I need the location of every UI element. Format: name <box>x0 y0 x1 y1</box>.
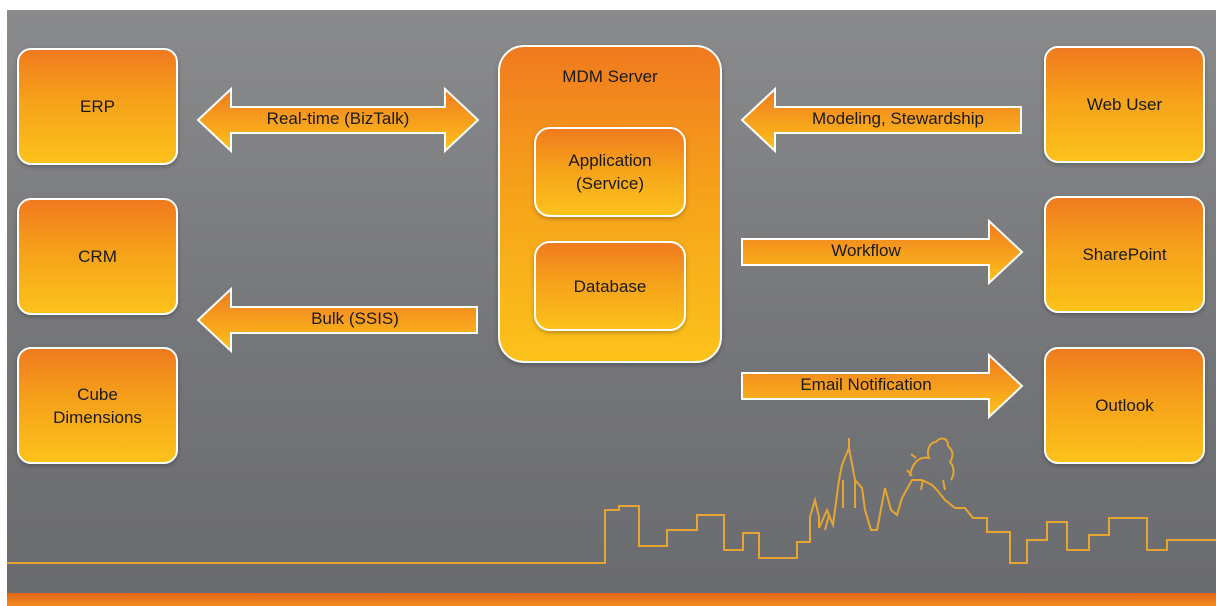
workflow-label: Workflow <box>831 241 901 260</box>
bottom-accent-bar <box>7 593 1216 606</box>
application-service-label: Application (Service) <box>568 151 652 193</box>
application-service-box: Application (Service) <box>534 127 686 217</box>
email-label: Email Notification <box>800 375 932 394</box>
crm-box: CRM <box>17 198 178 315</box>
bulk-left-arrow <box>196 286 478 354</box>
database-box: Database <box>534 241 686 331</box>
outlook-label: Outlook <box>1095 396 1154 415</box>
cube-dimensions-label: Cube Dimensions <box>53 384 142 427</box>
web-user-box: Web User <box>1044 46 1205 163</box>
mdm-server-title: MDM Server <box>562 67 658 86</box>
email-right-arrow <box>741 352 1024 420</box>
realtime-double-arrow <box>196 86 480 154</box>
modeling-left-arrow <box>740 86 1022 154</box>
city-skyline-outline <box>7 437 1216 564</box>
crm-label: CRM <box>78 247 117 266</box>
sharepoint-box: SharePoint <box>1044 196 1205 313</box>
diagram-canvas: ERP CRM Cube Dimensions Web User SharePo… <box>7 10 1216 606</box>
cube-dimensions-box: Cube Dimensions <box>17 347 178 464</box>
sharepoint-label: SharePoint <box>1082 245 1167 264</box>
database-label: Database <box>573 276 647 296</box>
realtime-label: Real-time (BizTalk) <box>266 109 410 128</box>
erp-label: ERP <box>80 97 115 116</box>
erp-box: ERP <box>17 48 178 165</box>
outlook-box: Outlook <box>1044 347 1205 464</box>
bulk-label: Bulk (SSIS) <box>311 309 399 328</box>
workflow-right-arrow <box>741 218 1024 286</box>
mdm-server-container: MDM Server Application (Service) Databas… <box>498 45 722 363</box>
web-user-label: Web User <box>1086 95 1163 114</box>
modeling-label: Modeling, Stewardship <box>812 109 984 128</box>
